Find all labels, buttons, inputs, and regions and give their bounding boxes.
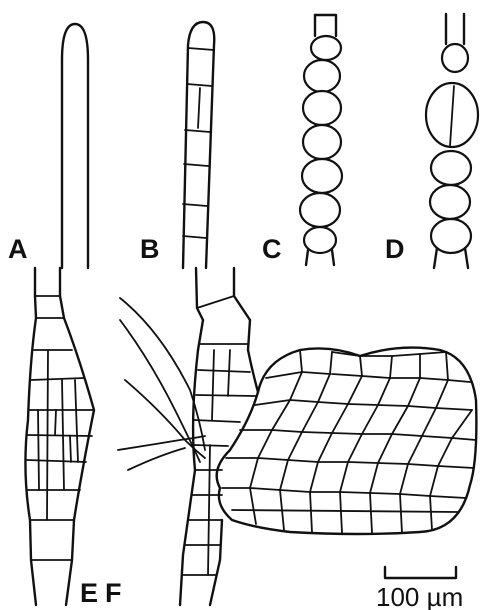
label-d: D bbox=[385, 234, 405, 264]
scale-bar-label: 100 µm bbox=[376, 582, 463, 610]
label-e: E bbox=[80, 578, 98, 608]
scale-bar: 100 µm bbox=[376, 567, 463, 610]
panel-c-filament bbox=[300, 15, 342, 265]
panel-e-filament bbox=[25, 268, 94, 605]
label-f: F bbox=[105, 578, 122, 608]
panel-d-filament bbox=[426, 14, 478, 268]
thallus-cells bbox=[222, 350, 476, 533]
label-a: A bbox=[8, 234, 28, 264]
label-b: B bbox=[140, 234, 160, 264]
panel-b-filament bbox=[183, 22, 214, 268]
panel-a-filament bbox=[62, 24, 88, 268]
panel-f-thallus bbox=[118, 268, 476, 605]
label-c: C bbox=[262, 234, 282, 264]
